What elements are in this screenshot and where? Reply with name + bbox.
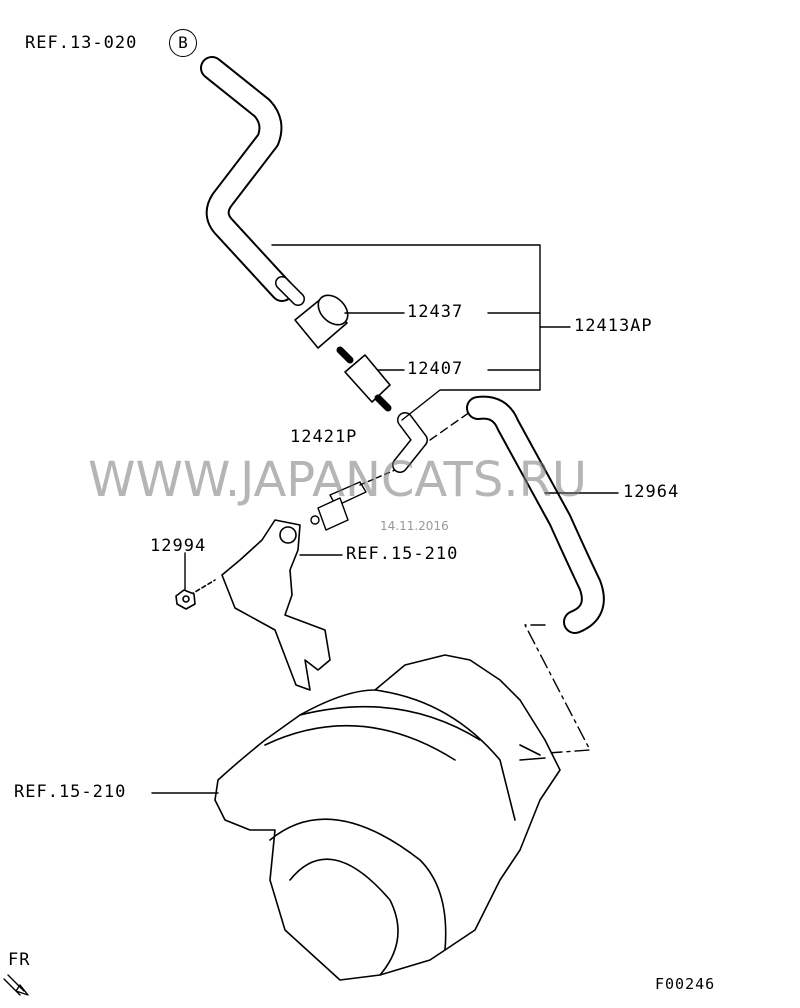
ref-bracket-label[interactable]: REF.15-210 <box>346 544 459 564</box>
part-12964-hose <box>466 395 605 634</box>
part-label-12413AP[interactable]: 12413AP <box>574 316 653 336</box>
ref-circle-b: B <box>169 29 197 57</box>
dashed-connector <box>519 624 591 756</box>
part-12407-valve <box>336 346 392 412</box>
part-label-12437[interactable]: 12437 <box>407 302 464 322</box>
direction-label: FR <box>8 950 31 970</box>
part-label-12994[interactable]: 12994 <box>150 536 207 556</box>
small-hose <box>392 412 428 473</box>
part-12437-sleeve <box>294 294 349 349</box>
ref-manifold-label[interactable]: REF.15-210 <box>14 782 127 802</box>
fr-arrow-icon <box>3 974 29 996</box>
ref-13-020-label[interactable]: REF.13-020 <box>25 33 138 53</box>
leader-lines <box>151 244 619 794</box>
watermark: WWW.JAPANCATS.RU <box>88 452 588 508</box>
intake-manifold <box>214 654 561 981</box>
part-label-12964[interactable]: 12964 <box>623 482 680 502</box>
bracket <box>189 519 331 691</box>
part-12421P-fitting <box>310 411 471 531</box>
part-12994-nut <box>175 589 196 610</box>
watermark-date: 14.11.2016 <box>380 519 449 533</box>
part-label-12407[interactable]: 12407 <box>407 359 464 379</box>
part-label-12421P[interactable]: 12421P <box>290 427 358 447</box>
upper-pipe <box>200 56 305 306</box>
figure-code: F00246 <box>655 975 716 993</box>
